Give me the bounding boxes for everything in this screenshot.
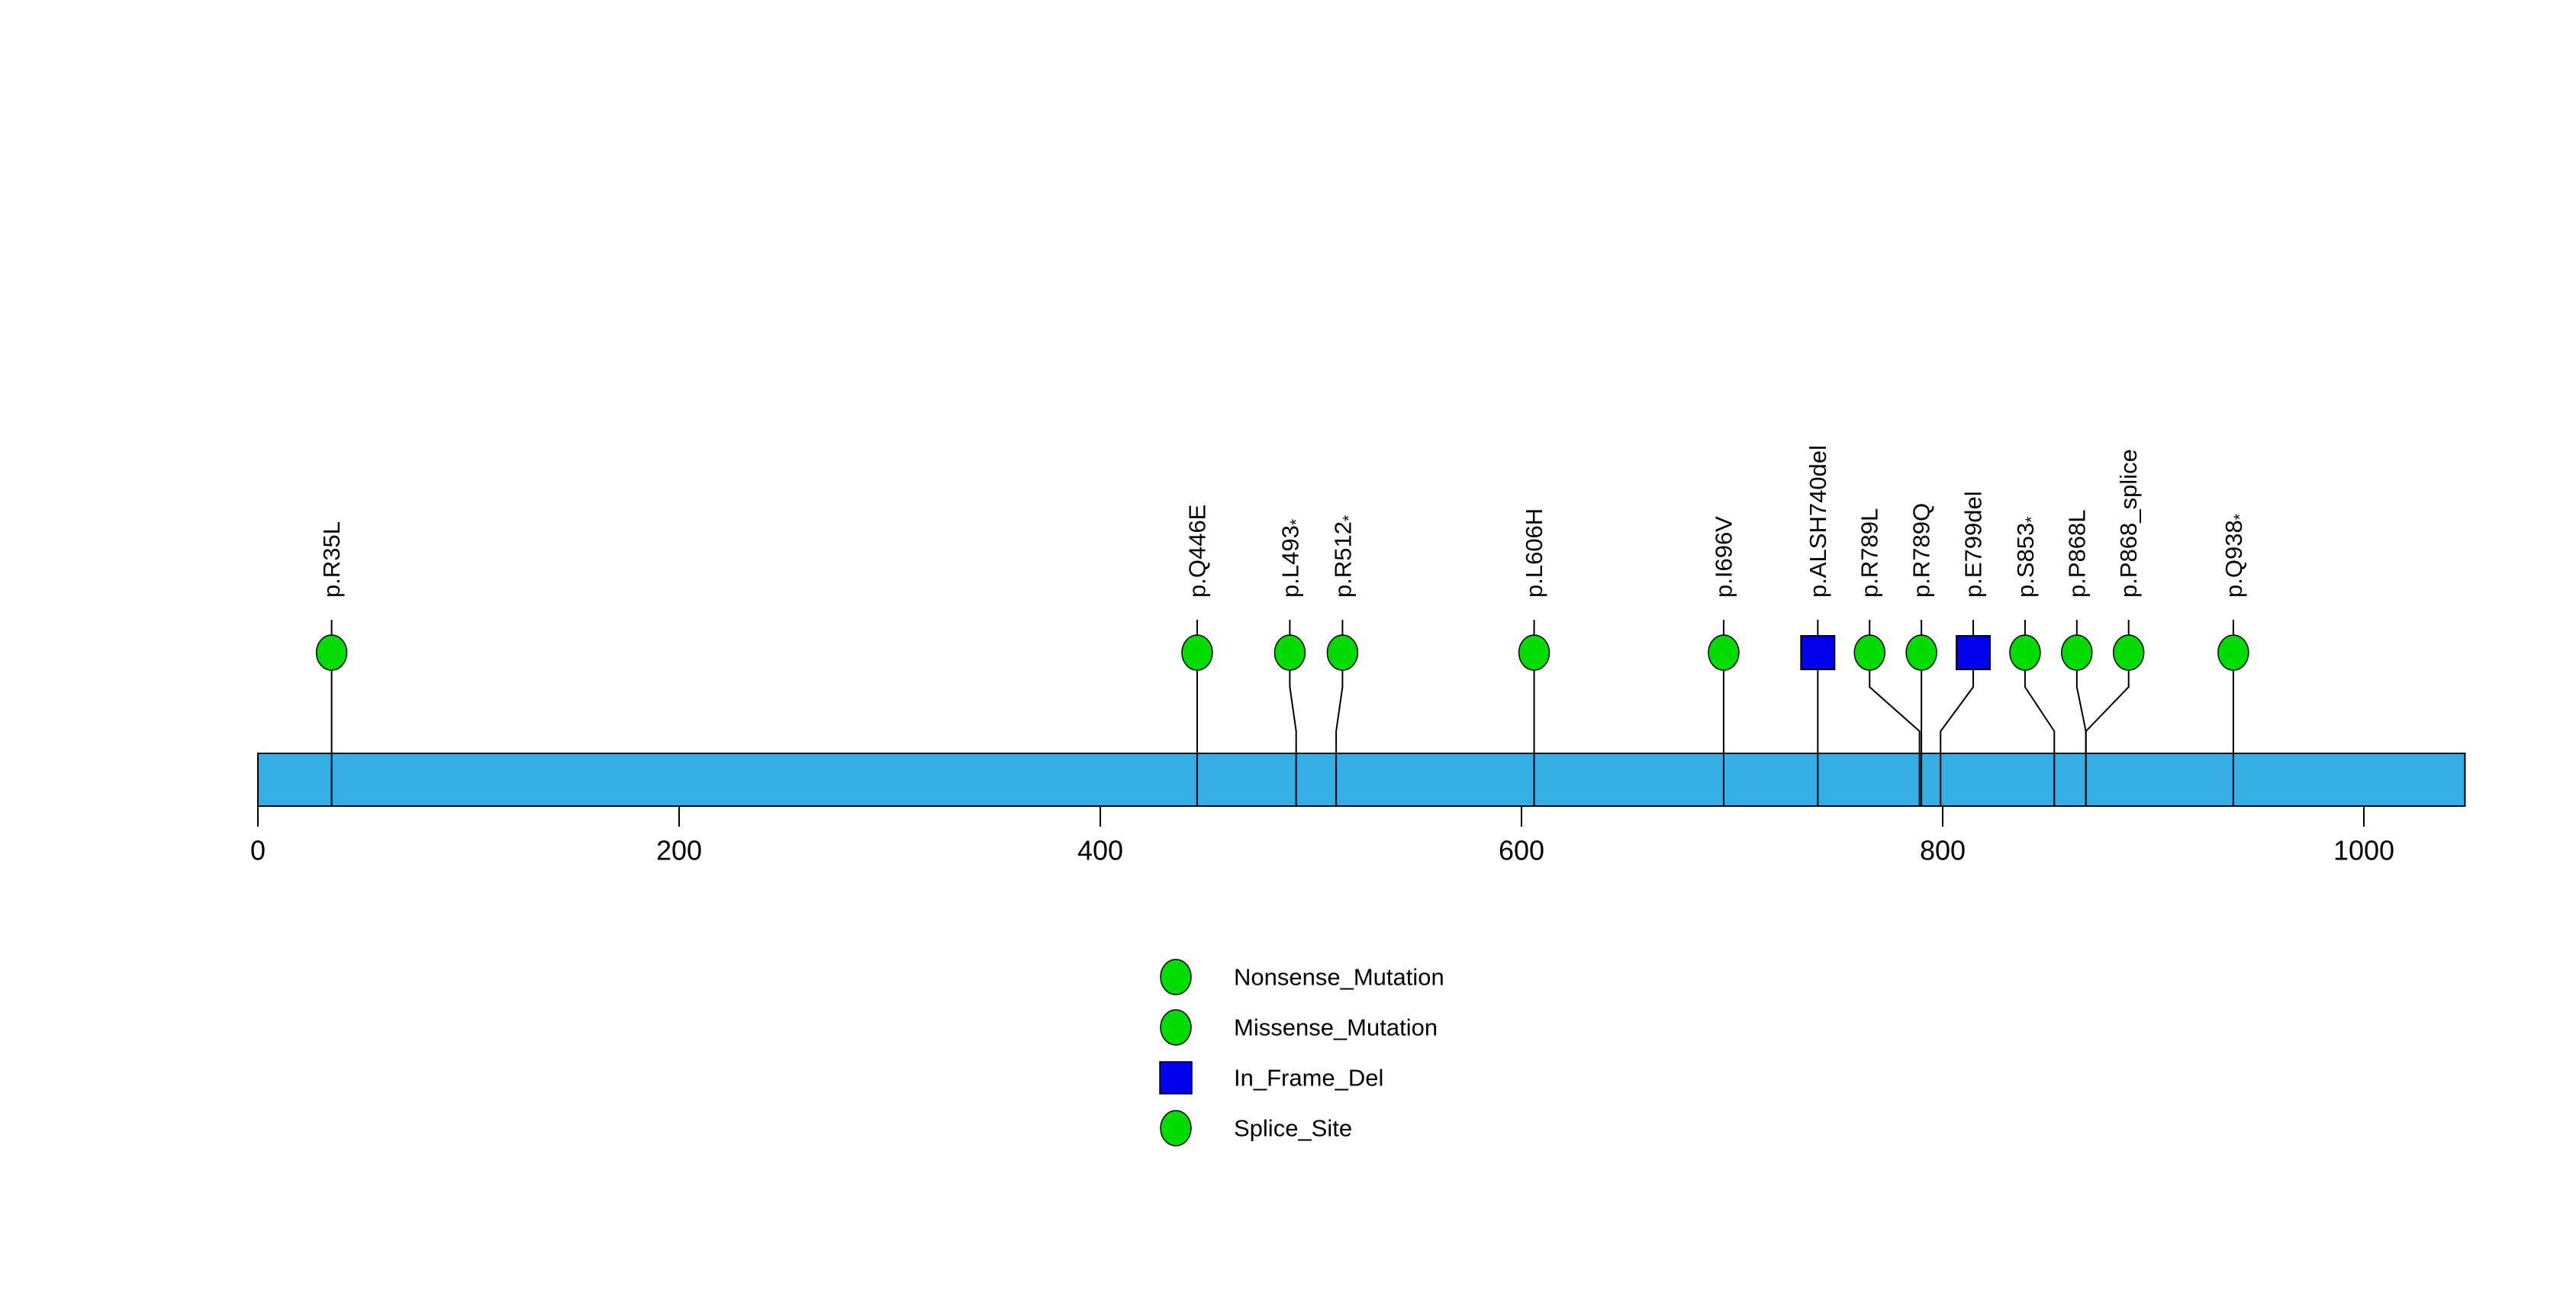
legend-marker-circle (1160, 959, 1192, 995)
mutation-label: p.R789L (1856, 508, 1883, 598)
mutation-marker-square (1800, 635, 1836, 670)
legend-label: Splice_Site (1234, 1115, 1352, 1142)
axis-tick-label: 200 (656, 834, 702, 866)
legend-label: In_Frame_Del (1234, 1065, 1383, 1092)
mutation-marker-circle (1518, 634, 1550, 671)
axis-tick-label: 400 (1077, 834, 1123, 866)
mutation-label: p.R789Q (1908, 503, 1935, 598)
mutation-marker-circle (315, 634, 348, 671)
mutation-label: p.E799del (1960, 491, 1987, 598)
mutation-label: p.I696V (1710, 516, 1737, 598)
mutation-marker-circle (2217, 634, 2249, 671)
mutation-label: p.S853* (2011, 517, 2040, 598)
mutation-label: p.P868_splice (2115, 449, 2142, 598)
mutation-marker-circle (1274, 634, 1306, 671)
legend-label: Missense_Mutation (1234, 1014, 1438, 1041)
axis-tick-label: 1000 (2333, 834, 2394, 866)
mutation-marker-circle (1326, 634, 1359, 671)
mutation-label: p.L606H (1521, 508, 1547, 598)
mutation-marker-circle (1853, 634, 1885, 671)
mutation-label: p.L493* (1277, 519, 1305, 598)
mutation-label: p.ALSH740del (1805, 445, 1831, 598)
mutation-label: p.R35L (318, 521, 345, 598)
legend-marker-circle (1160, 1009, 1192, 1046)
axis-tick-label: 0 (250, 834, 266, 866)
legend-marker-circle (1160, 1110, 1192, 1146)
mutation-marker-circle (1905, 634, 1937, 671)
mutation-marker-circle (2009, 634, 2041, 671)
mutation-label: p.P868L (2063, 510, 2090, 598)
legend-marker-square (1159, 1061, 1193, 1095)
mutation-label: p.Q446E (1183, 505, 1210, 598)
mutation-label: p.R512* (1329, 515, 1357, 598)
mutation-marker-square (1956, 635, 1992, 670)
protein-bar (257, 753, 2466, 807)
legend-label: Nonsense_Mutation (1234, 964, 1444, 991)
mutation-marker-circle (2112, 634, 2145, 671)
axis-tick-label: 600 (1499, 834, 1544, 866)
mutation-marker-circle (2061, 634, 2093, 671)
axis-tick-label: 800 (1920, 834, 1966, 866)
mutation-label: p.Q938* (2220, 514, 2248, 598)
mutation-marker-circle (1708, 634, 1740, 671)
mutation-marker-circle (1181, 634, 1213, 671)
